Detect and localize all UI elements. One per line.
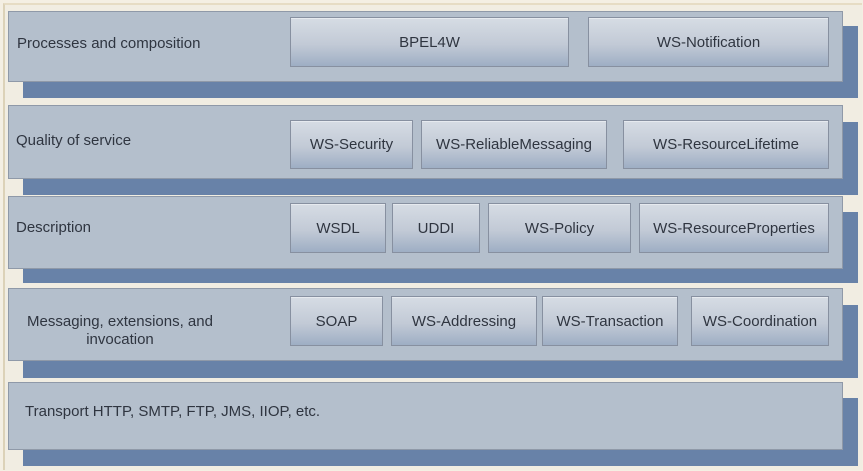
layer-label: Transport HTTP, SMTP, FTP, JMS, IIOP, et… xyxy=(25,403,321,420)
standard-ws-policy[interactable]: WS-Policy xyxy=(488,203,631,253)
standard-ws-notification[interactable]: WS-Notification xyxy=(588,17,829,67)
standard-ws-addressing[interactable]: WS-Addressing xyxy=(391,296,537,346)
layer-panel xyxy=(8,382,843,450)
standard-ws-coordination[interactable]: WS-Coordination xyxy=(691,296,829,346)
standard-soap[interactable]: SOAP xyxy=(290,296,383,346)
layer-label: Messaging, extensions, and invocation xyxy=(4,313,236,349)
standard-ws-transaction[interactable]: WS-Transaction xyxy=(542,296,678,346)
standard-ws-resourceproperties[interactable]: WS-ResourceProperties xyxy=(639,203,829,253)
standard-bpel4w[interactable]: BPEL4W xyxy=(290,17,569,67)
standard-ws-security[interactable]: WS-Security xyxy=(290,120,413,169)
layer-label: Quality of service xyxy=(16,132,132,149)
layer-label: Description xyxy=(16,219,92,236)
layer-label-line-1: Messaging, extensions, and xyxy=(27,313,213,330)
standard-ws-reliablemessaging[interactable]: WS-ReliableMessaging xyxy=(421,120,607,169)
layer-label-line-2: invocation xyxy=(86,331,154,348)
standard-ws-resourcelifetime[interactable]: WS-ResourceLifetime xyxy=(623,120,829,169)
standard-wsdl[interactable]: WSDL xyxy=(290,203,386,253)
layer-label: Processes and composition xyxy=(17,35,201,52)
standard-uddi[interactable]: UDDI xyxy=(392,203,480,253)
